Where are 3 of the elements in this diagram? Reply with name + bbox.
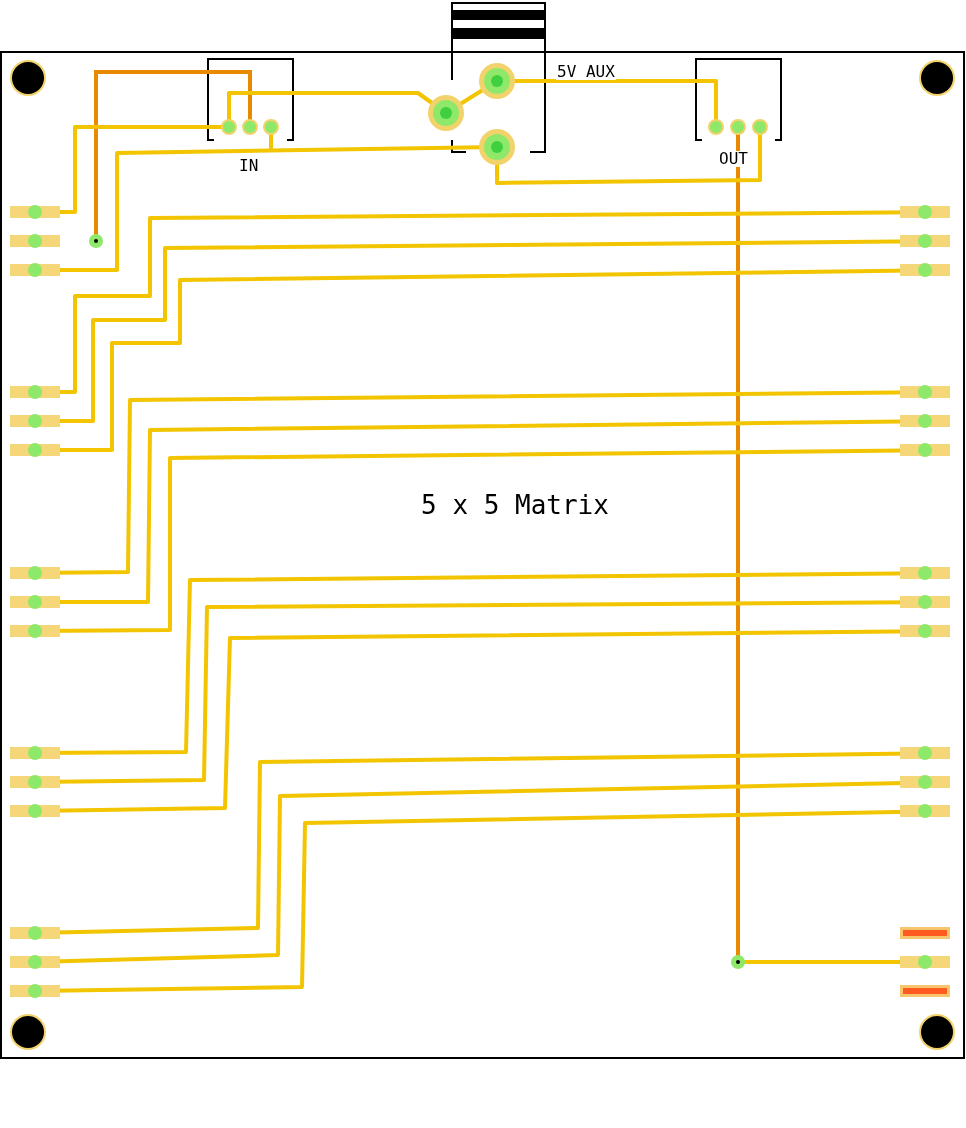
connector-label: IN: [238, 158, 260, 174]
connector-label: OUT: [718, 151, 749, 167]
connector-label: 5V AUX: [556, 64, 616, 80]
